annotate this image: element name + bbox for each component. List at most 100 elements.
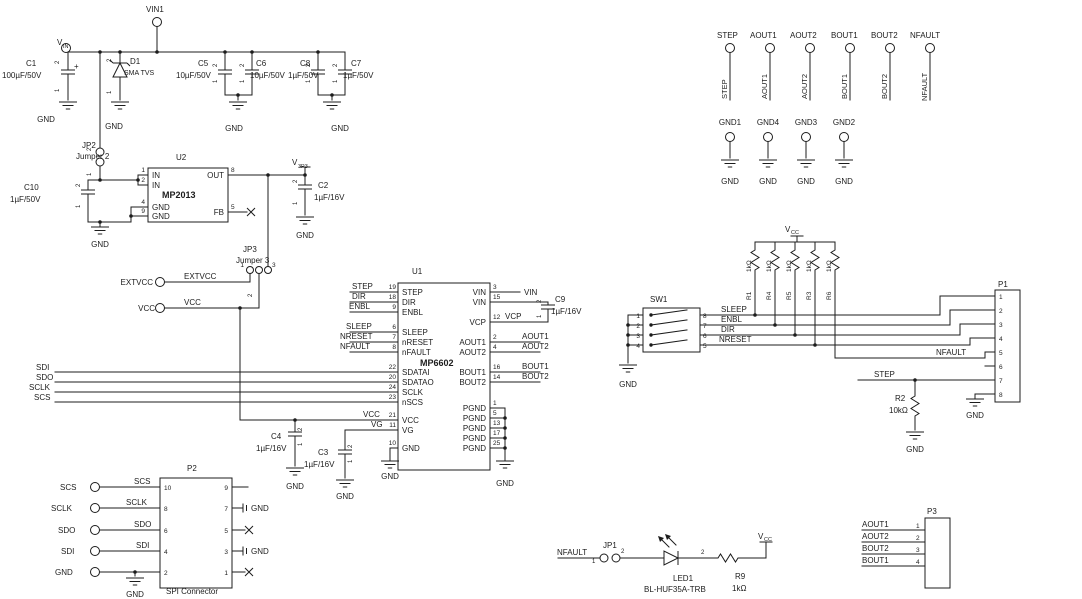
regulator-label-3: 1 <box>87 172 93 176</box>
driver-label-8: VCC <box>363 410 380 419</box>
driver-label-61: VCP <box>505 312 521 321</box>
p2-label-15: 9 <box>224 485 228 492</box>
tvs-diode-symbol <box>109 59 131 78</box>
p3-label-1: AOUT1 <box>862 520 889 529</box>
regulator-label-5: MP2013 <box>162 190 196 200</box>
pullups-label-5: 1kΩ <box>806 260 813 272</box>
power-input-label-4: 100µF/50V <box>2 71 42 80</box>
regulator-label-10: OUT <box>207 171 224 180</box>
regulator-label-4: U2 <box>176 153 187 162</box>
led-label-8: 1kΩ <box>732 584 746 593</box>
power-input-label-27: 1µF/50V <box>343 71 374 80</box>
p2-label-4: SDI <box>61 547 74 556</box>
pullups-label-6: 1kΩ <box>826 260 833 272</box>
led-symbol <box>658 534 680 566</box>
wires-pullups <box>754 235 836 359</box>
driver-label-58: PGND <box>463 434 486 443</box>
sw1-label-10: ENBL <box>721 315 742 324</box>
regulator-label-7: IN <box>152 181 160 190</box>
regulator-label-18: C10 <box>24 183 39 192</box>
led-label-5: LED1 <box>673 574 694 583</box>
wires-regulator <box>87 51 311 267</box>
test-points-gnd-label-5: GND <box>759 177 777 186</box>
p2-label-17: 5 <box>224 528 228 535</box>
power-input-label-23: 1µF/50V <box>288 71 319 80</box>
driver-label-36: 3 <box>493 284 497 291</box>
wires-driver <box>54 291 549 479</box>
driver-label-23: STEP <box>402 288 423 297</box>
driver-label-35: GND <box>402 444 420 453</box>
p2-label-16: 7 <box>224 506 228 513</box>
sw1-label-0: SW1 <box>650 295 668 304</box>
driver-label-15: 8 <box>392 344 396 351</box>
regulator-label-2: 2 <box>87 147 93 151</box>
regulator-label-14: 4 <box>141 199 145 206</box>
driver-label-7: NFAULT <box>340 342 370 351</box>
test-points-gnd-label-1: GND4 <box>757 118 780 127</box>
p1-label-1: 1 <box>999 294 1003 301</box>
driver-label-42: 14 <box>493 374 501 381</box>
driver-label-70: C4 <box>271 432 282 441</box>
test-points-gnd-label-3: GND2 <box>833 118 856 127</box>
driver-label-24: DIR <box>402 298 416 307</box>
regulator-label-15: 9 <box>141 208 145 215</box>
wires-led <box>557 541 773 559</box>
driver-label-16: 22 <box>389 364 397 371</box>
p1-label-7: 7 <box>999 378 1003 385</box>
p1-label-10: STEP <box>874 370 895 379</box>
driver-label-38: 12 <box>493 314 501 321</box>
spi-nets-label-1: SDO <box>36 373 53 382</box>
driver-label-49: VIN <box>473 298 487 307</box>
p1-label-4: 4 <box>999 336 1003 343</box>
driver-label-39: 2 <box>493 334 497 341</box>
pullups-label-2: 1kΩ <box>746 260 753 272</box>
p2-label-3: SDO <box>58 526 75 535</box>
test-points-gnd-label-4: GND <box>721 177 739 186</box>
p1-label-6: 6 <box>999 364 1003 371</box>
sw1-label-6: 7 <box>703 323 707 330</box>
p1-label-14: GND <box>966 411 984 420</box>
p1-body <box>994 289 1021 403</box>
wires-test-points <box>729 52 931 159</box>
led-label-4: 2 <box>701 550 705 556</box>
vcc-select-label-5: EXTVCC <box>121 278 154 287</box>
sw1-label-4: 4 <box>636 343 640 350</box>
test-points-top-label-10: BOUT2 <box>880 74 889 99</box>
vcc-select-label-8: VCC <box>184 298 201 307</box>
p2-label-14: 2 <box>164 570 168 577</box>
vcc-select-label-7: VCC <box>138 304 155 313</box>
regulator-label-26: 1µF/16V <box>314 193 345 202</box>
driver-label-66: C9 <box>555 295 566 304</box>
driver-label-6: NRESET <box>340 332 373 341</box>
driver-label-75: 1µF/16V <box>304 460 335 469</box>
led-label-3: 2 <box>621 549 625 555</box>
test-points-top-label-11: NFAULT <box>920 72 929 101</box>
regulator-label-27: 2 <box>293 179 299 183</box>
regulator-label-22: GND <box>91 240 109 249</box>
power-input-label-5: + <box>74 62 79 71</box>
p2-label-0: P2 <box>187 464 197 473</box>
power-input-label-2: IN <box>63 44 69 50</box>
regulator-label-9: GND <box>152 212 170 221</box>
regulator-label-21: 1 <box>76 204 82 208</box>
u1-body <box>397 282 491 471</box>
power-input-label-15: 10µF/50V <box>176 71 212 80</box>
driver-label-45: 13 <box>493 420 501 427</box>
driver-label-18: 24 <box>389 384 397 391</box>
driver-label-50: VCP <box>470 318 486 327</box>
driver-label-54: BOUT2 <box>459 378 486 387</box>
power-input-label-22: C8 <box>300 59 311 68</box>
pullups-label-1: CC <box>791 230 799 236</box>
wires-p2 <box>99 486 249 577</box>
led-label-9: V <box>758 532 764 541</box>
led-label-2: 1 <box>592 559 596 565</box>
test-points-gnd-label-6: GND <box>797 177 815 186</box>
regulator-label-8: GND <box>152 203 170 212</box>
driver-label-77: 1 <box>348 459 354 463</box>
regulator-label-0: JP2 <box>82 141 96 150</box>
driver-label-21: 11 <box>389 422 396 429</box>
power-input-label-7: 1 <box>55 88 61 92</box>
p1-label-9: NFAULT <box>936 348 966 357</box>
